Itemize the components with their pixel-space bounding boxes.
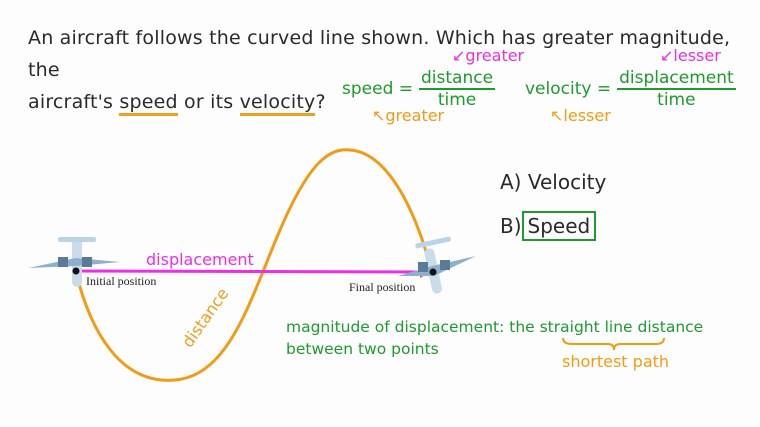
speed-word: speed xyxy=(119,91,178,116)
distance-curve xyxy=(74,148,434,382)
speed-bottom-annotation: ↖greater xyxy=(372,106,445,125)
arrow-icon: ↙ xyxy=(452,46,466,65)
initial-plane-icon xyxy=(28,237,120,287)
shortest-path-annotation: shortest path xyxy=(562,352,670,371)
option-a[interactable]: A) Velocity xyxy=(500,170,607,194)
displacement-line xyxy=(75,269,431,274)
speed-top-annotation: ↙greater xyxy=(452,46,525,65)
velocity-bottom-annotation: ↖lesser xyxy=(550,106,611,125)
brace-icon xyxy=(562,337,665,351)
question-line-2: aircraft's speed or its velocity? xyxy=(28,86,760,118)
speed-formula: speed = distance time xyxy=(342,68,496,110)
displacement-label: displacement xyxy=(146,250,254,269)
final-position-label: Final position xyxy=(349,280,416,294)
question-line-1: An aircraft follows the curved line show… xyxy=(28,27,731,81)
arrow-up-icon: ↖ xyxy=(550,106,564,125)
arrow-icon: ↙ xyxy=(660,46,674,65)
initial-position-label: Initial position xyxy=(86,274,157,288)
selected-answer-box: Speed xyxy=(521,211,597,241)
displacement-definition: magnitude of displacement: the straight … xyxy=(286,318,704,358)
option-b[interactable]: B)Speed xyxy=(500,211,597,241)
velocity-top-annotation: ↙lesser xyxy=(660,46,721,65)
velocity-word: velocity xyxy=(239,91,316,116)
question-text: An aircraft follows the curved line show… xyxy=(28,22,760,118)
straight-line-highlight: straight line xyxy=(539,318,633,336)
velocity-formula: velocity = displacement time xyxy=(525,68,736,110)
arrow-up-icon: ↖ xyxy=(372,106,386,125)
